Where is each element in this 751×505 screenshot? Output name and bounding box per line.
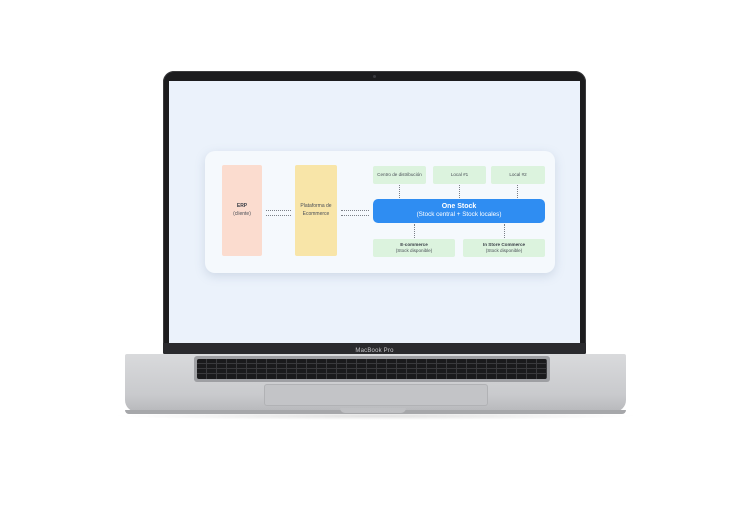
model-label: MacBook Pro <box>355 348 394 354</box>
connector-platform-onestock <box>341 210 369 211</box>
diagram-card: ERP (cliente) Plataforma de Ecommerce Ce… <box>205 151 555 273</box>
output-subtitle: (Stock disponible) <box>485 248 523 253</box>
source-label: Local #1 <box>450 171 469 177</box>
ecommerce-platform-node: Plataforma de Ecommerce <box>295 165 337 256</box>
output-subtitle: (Stock disponible) <box>395 248 433 253</box>
output-in-store-commerce: In Store Commerce (Stock disponible) <box>463 239 545 257</box>
connector-platform-onestock-2 <box>341 215 369 216</box>
platform-label: Plataforma de Ecommerce <box>300 202 332 217</box>
laptop-lid: ERP (cliente) Plataforma de Ecommerce Ce… <box>163 71 586 355</box>
output-title: In Store Commerce <box>482 241 526 247</box>
output-title: E-commerce <box>400 241 428 247</box>
source-local-1: Local #1 <box>433 166 486 184</box>
connector-output-1 <box>414 224 415 238</box>
laptop-screen: ERP (cliente) Plataforma de Ecommerce Ce… <box>169 81 580 343</box>
connector-erp-platform <box>266 210 291 211</box>
keyboard <box>197 359 547 379</box>
hub-title: One Stock <box>441 203 477 211</box>
connector-source-2 <box>459 185 460 198</box>
source-label: Local #2 <box>509 171 527 177</box>
connector-source-3 <box>517 185 518 198</box>
connector-output-2 <box>504 224 505 238</box>
laptop-shadow <box>110 412 641 420</box>
one-stock-hub: One Stock (Stock central + Stock locales… <box>373 199 545 223</box>
source-label: Centro de distribución <box>377 171 422 177</box>
hub-subtitle: (Stock central + Stock locales) <box>416 211 502 219</box>
lid-notch <box>340 408 406 413</box>
source-local-2: Local #2 <box>491 166 545 184</box>
connector-source-1 <box>399 185 400 198</box>
screen-chin: MacBook Pro <box>163 343 586 355</box>
erp-subtitle: (cliente) <box>233 210 251 217</box>
source-distribution-center: Centro de distribución <box>373 166 426 184</box>
touchpad <box>264 384 488 406</box>
connector-erp-platform-2 <box>266 215 291 216</box>
erp-node: ERP (cliente) <box>222 165 262 256</box>
camera <box>373 75 376 78</box>
output-ecommerce: E-commerce (Stock disponible) <box>373 239 455 257</box>
erp-title: ERP <box>236 203 248 209</box>
